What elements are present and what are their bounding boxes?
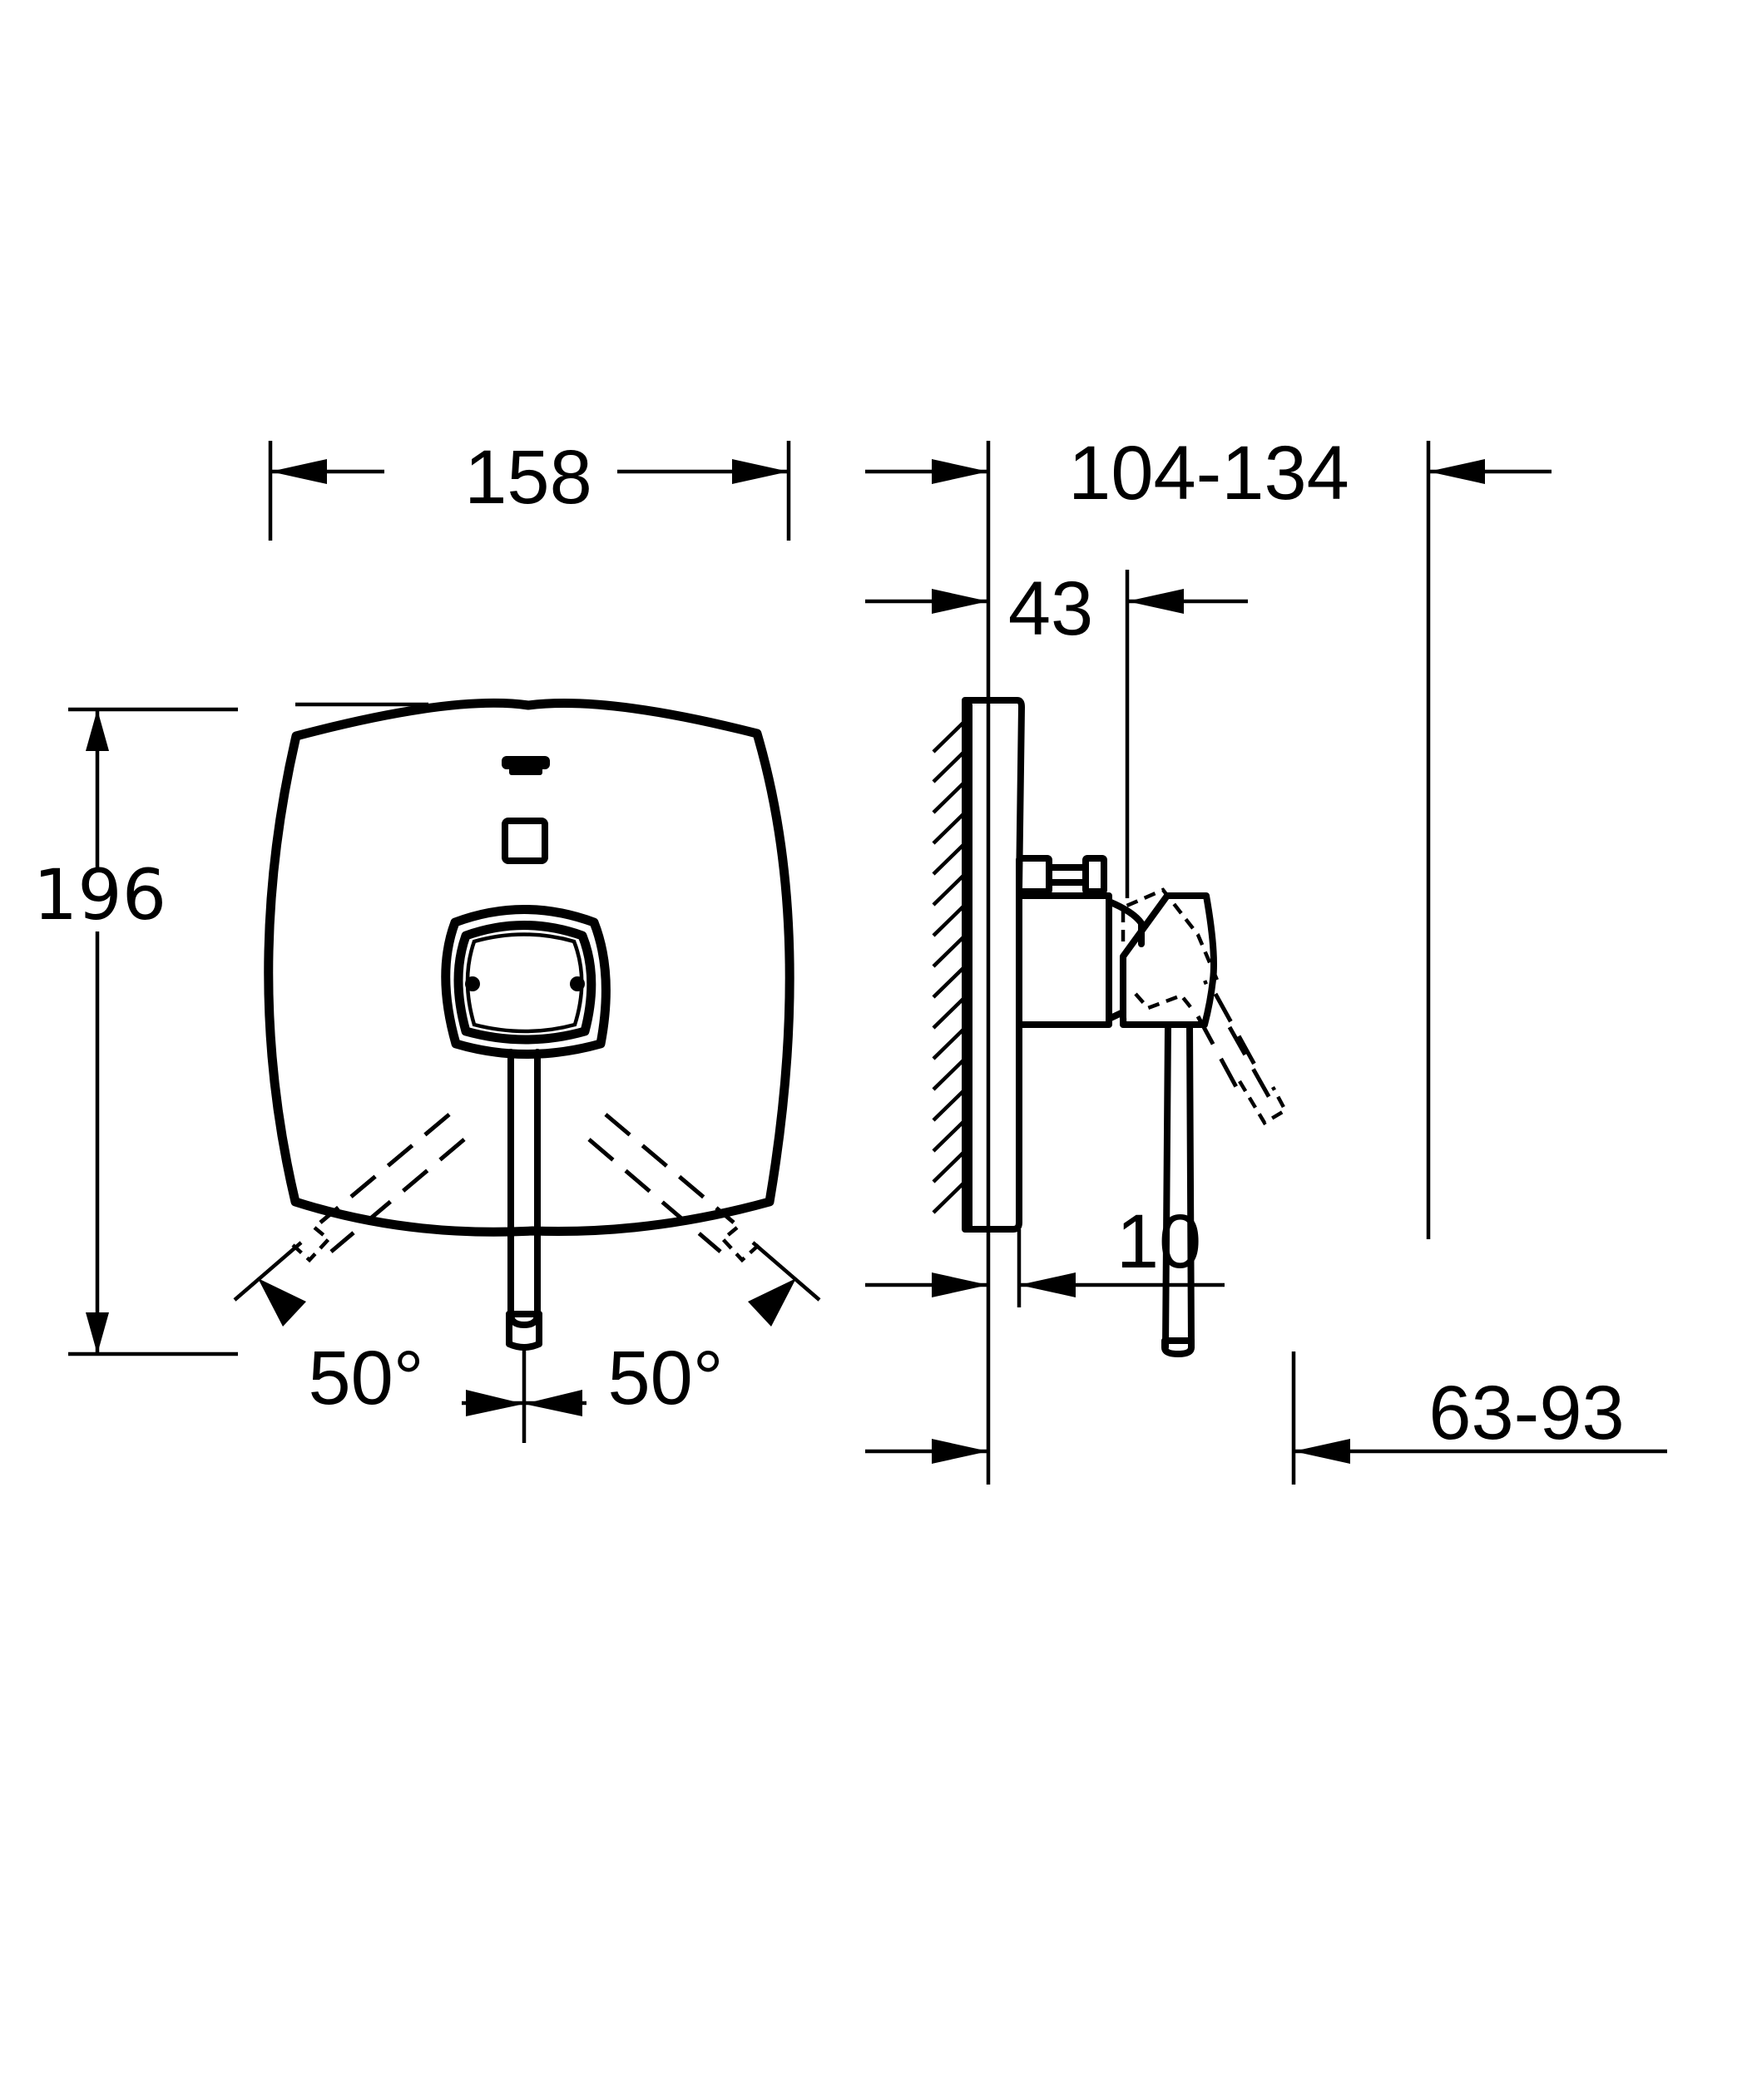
angle-dimension: 50° 50° [233, 1241, 821, 1443]
lever-depth-dimension: 63-93 [865, 1351, 1667, 1485]
diverter-depth-dimension: 43 [865, 566, 1248, 898]
lever-handle [506, 1049, 542, 1351]
cover-plate-side [962, 697, 1025, 1233]
total-depth-dimension: 104-134 [865, 431, 1552, 1485]
diverter-depth-label: 43 [1008, 566, 1093, 651]
cartridge-body [1016, 892, 1112, 1028]
lever-rotation-right [587, 1113, 760, 1263]
lever-rotation-side [1121, 887, 1288, 1126]
width-dim-label: 158 [464, 435, 592, 520]
brand-logo [502, 756, 550, 775]
height-dim-label: 196 [33, 854, 166, 936]
angle-right-label: 50° [607, 1336, 723, 1421]
side-view: 104-134 43 [865, 431, 1667, 1485]
height-dimension: 196 [33, 707, 238, 1356]
plate-thickness-label: 10 [1116, 1199, 1201, 1284]
lever-stem-side [1161, 1021, 1195, 1357]
width-dimension: 158 [268, 435, 791, 541]
angle-left-label: 50° [308, 1336, 423, 1421]
lever-rotation-left [291, 1113, 466, 1263]
lever-head [1120, 892, 1217, 1028]
diverter-button [502, 818, 548, 864]
total-depth-label: 104-134 [1068, 431, 1349, 516]
diverter-knob-side [1016, 855, 1107, 895]
lever-depth-label: 63-93 [1428, 1371, 1624, 1455]
plate-thickness-dimension: 10 [865, 1199, 1225, 1307]
handle-rosette-inner [453, 921, 596, 1045]
handle-rosette-outer [441, 905, 611, 1059]
front-view: 158 196 [33, 435, 821, 1443]
cover-plate [264, 698, 794, 1237]
